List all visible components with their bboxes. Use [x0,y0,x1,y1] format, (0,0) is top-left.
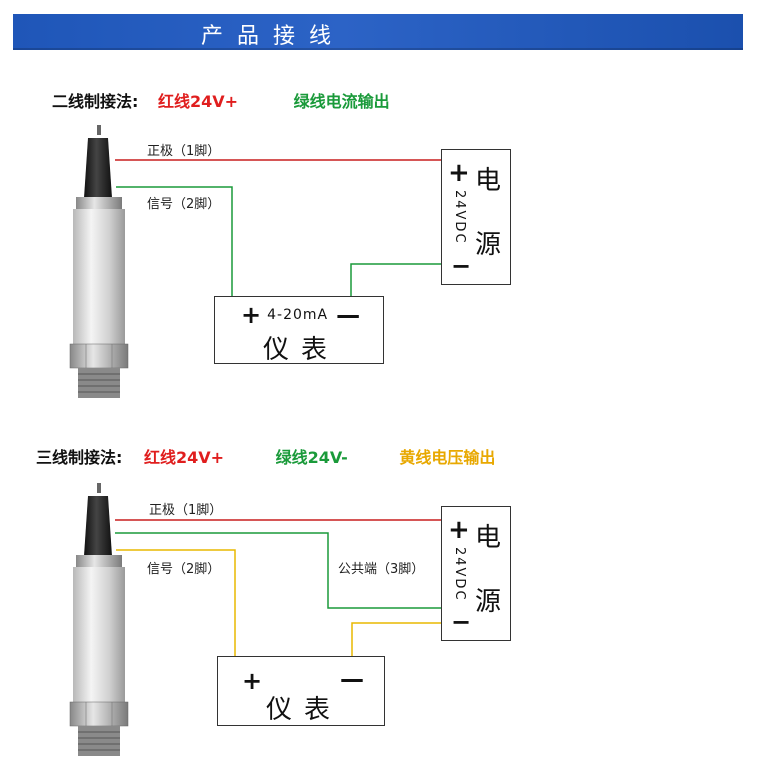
two-wire-heading: 二线制接法: 红线24V+ 绿线电流输出 [52,88,390,112]
power-supply-box-2: + 24VDC − 电 源 [441,506,511,641]
meter-plus-sign: + [242,667,263,695]
green-wire-2 [115,532,441,609]
three-wire-method-label: 三线制接法: [36,448,123,467]
power-char-1: 电 [475,166,502,196]
power-char-2: 源 [475,587,502,617]
meter-label: 仪表 [263,335,340,365]
three-wire-green-label: 绿线24V- [275,448,348,467]
meter-label: 仪表 [266,695,343,725]
three-wire-positive-label: 正极（1脚） [149,503,223,518]
meter-plus-sign: + [241,301,262,329]
power-char-1: 电 [475,523,502,553]
meter-minus-sign: — [340,665,364,693]
title-banner: 产品接线 [13,14,743,50]
two-wire-positive-label: 正极（1脚） [147,144,221,159]
power-minus-sign: − [451,608,472,636]
meter-minus-sign: — [336,301,361,329]
yellow-wire-2a [116,549,236,656]
meter-range-row: + 4-20mA — [241,301,360,329]
sensor-1 [69,125,129,398]
meter-box-2: + — 仪表 [217,656,385,726]
yellow-wire-2b [351,622,441,656]
power-voltage-label: 24VDC [452,547,467,602]
two-wire-green-label: 绿线电流输出 [293,92,390,111]
three-wire-common-label: 公共端（3脚） [338,562,425,577]
three-wire-heading: 三线制接法: 红线24V+ 绿线24V- 黄线电压输出 [36,444,495,468]
banner-title: 产品接线 [201,24,346,49]
three-wire-signal-label: 信号（2脚） [147,562,221,577]
meter-box-1: + 4-20mA — 仪表 [214,296,384,365]
two-wire-red-label: 红线24V+ [157,92,239,111]
green-wire-1a [116,186,233,296]
sensor-2 [69,483,129,756]
power-plus-sign: + [448,515,470,545]
two-wire-signal-label: 信号（2脚） [147,197,221,212]
power-minus-sign: − [451,252,472,280]
power-voltage-label: 24VDC [452,190,467,245]
three-wire-yellow-label: 黄线电压输出 [399,448,496,467]
power-plus-sign: + [448,158,470,188]
power-supply-box-1: + 24VDC − 电 源 [441,149,511,285]
two-wire-method-label: 二线制接法: [52,92,139,111]
green-wire-1b [350,263,441,296]
three-wire-red-label: 红线24V+ [143,448,225,467]
power-char-2: 源 [475,230,502,260]
meter-range-label: 4-20mA [267,307,329,323]
